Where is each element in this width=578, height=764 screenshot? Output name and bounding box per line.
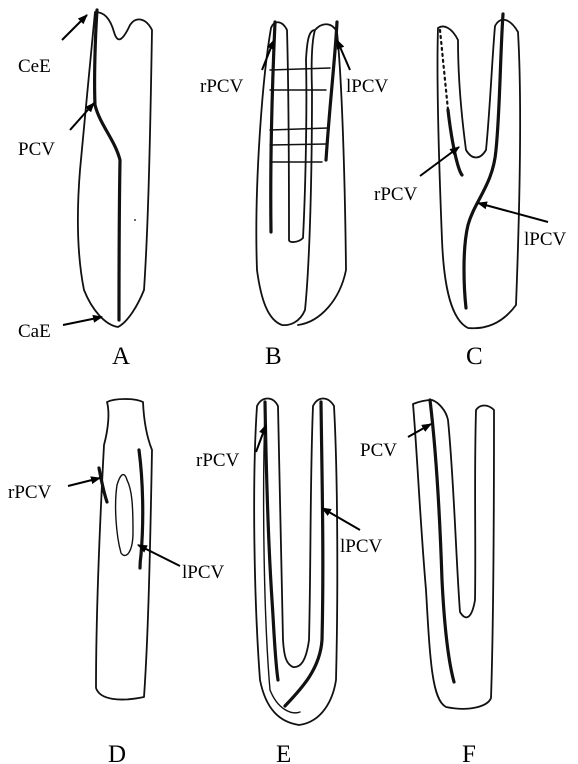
lpcv-arrow-c	[478, 203, 548, 222]
lpcv-label-e: lPCV	[340, 536, 383, 557]
rpcv-label-c: rPCV	[374, 184, 418, 205]
panel-label-f: F	[462, 741, 476, 764]
rpcv-label-e: rPCV	[196, 450, 240, 471]
embryo-outline-a	[78, 12, 152, 327]
left-pcv-d	[139, 450, 143, 568]
panel-label-c: C	[466, 343, 483, 370]
panel-label-e: E	[276, 741, 291, 764]
pcv-arrow-a	[70, 103, 94, 130]
rpcv-label-b: rPCV	[200, 76, 244, 97]
panel-label-b: B	[265, 343, 282, 370]
rpcv-arrow-d	[68, 478, 100, 486]
panel-d: rPCV lPCV D	[8, 399, 225, 764]
lpcv-label-b: lPCV	[346, 76, 389, 97]
left-pcv-b	[326, 22, 337, 160]
right-pcv-c	[448, 110, 462, 175]
speck	[134, 219, 136, 221]
panel-label-a: A	[112, 343, 130, 370]
pcv-arrow-f	[408, 424, 431, 437]
pcv-label-f: PCV	[360, 440, 397, 461]
embryo-outline-d	[96, 399, 152, 700]
lpcv-arrow-d	[138, 545, 180, 566]
ceE-arrow	[62, 15, 87, 40]
neural-tube-d	[116, 475, 133, 556]
lpcv-label-d: lPCV	[182, 562, 225, 583]
pcv-label-a: PCV	[18, 139, 55, 160]
intersegmental-veins	[270, 68, 330, 162]
right-pcv-b	[271, 22, 275, 232]
panel-a: CeE PCV CaE A	[18, 10, 152, 370]
panel-label-d: D	[108, 741, 126, 764]
panel-b: rPCV lPCV B	[200, 22, 389, 370]
panel-c: rPCV lPCV C	[374, 14, 567, 370]
embryo-outline-f	[413, 400, 494, 709]
embryo-outline-c	[437, 20, 520, 329]
rpcv-label-d: rPCV	[8, 482, 52, 503]
lpcv-arrow-e	[322, 508, 360, 530]
posterior-cardinal-vein	[95, 10, 120, 320]
left-pcv-c	[464, 14, 503, 308]
lpcv-label-c: lPCV	[524, 229, 567, 250]
caE-label: CaE	[18, 321, 51, 342]
caE-arrow	[63, 317, 102, 325]
panel-f: PCV F	[360, 400, 494, 764]
ceE-label: CeE	[18, 56, 51, 77]
right-pcv-dotted	[440, 30, 448, 110]
